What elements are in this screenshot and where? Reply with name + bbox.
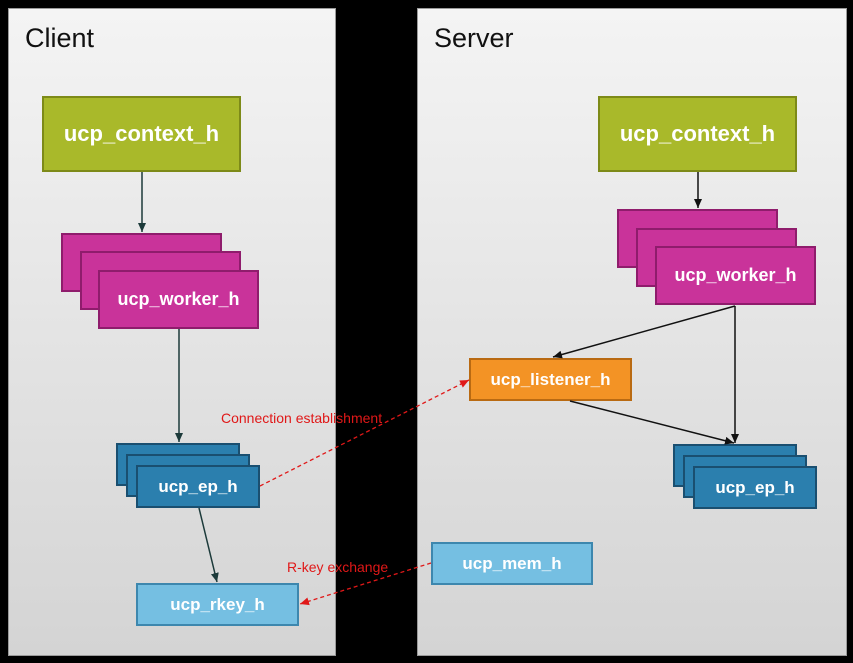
server-title: Server (434, 23, 514, 53)
client-context-box: ucp_context_h (42, 96, 241, 172)
client-worker-box: ucp_worker_h (98, 270, 259, 329)
arrow-client-ep-to-rkey (198, 507, 219, 583)
client-ep-box: ucp_ep_h (136, 465, 260, 508)
server-ep-box: ucp_ep_h (693, 466, 817, 509)
server-worker-box: ucp_worker_h (655, 246, 816, 305)
server-context-box: ucp_context_h (598, 96, 797, 172)
client-title: Client (25, 23, 95, 53)
server-mem-box: ucp_mem_h (431, 542, 593, 585)
arrow-server-listener-to-ep (569, 400, 735, 445)
arrow-server-worker-to-listener (552, 305, 736, 359)
rkey-exchange-label: R-key exchange (287, 559, 389, 575)
arrow-rkey-exchange (299, 562, 432, 606)
server-listener-box: ucp_listener_h (469, 358, 632, 401)
client-rkey-box: ucp_rkey_h (136, 583, 299, 626)
arrow-connection-establishment (259, 379, 470, 487)
connection-establishment-label: Connection establishment (221, 410, 383, 426)
